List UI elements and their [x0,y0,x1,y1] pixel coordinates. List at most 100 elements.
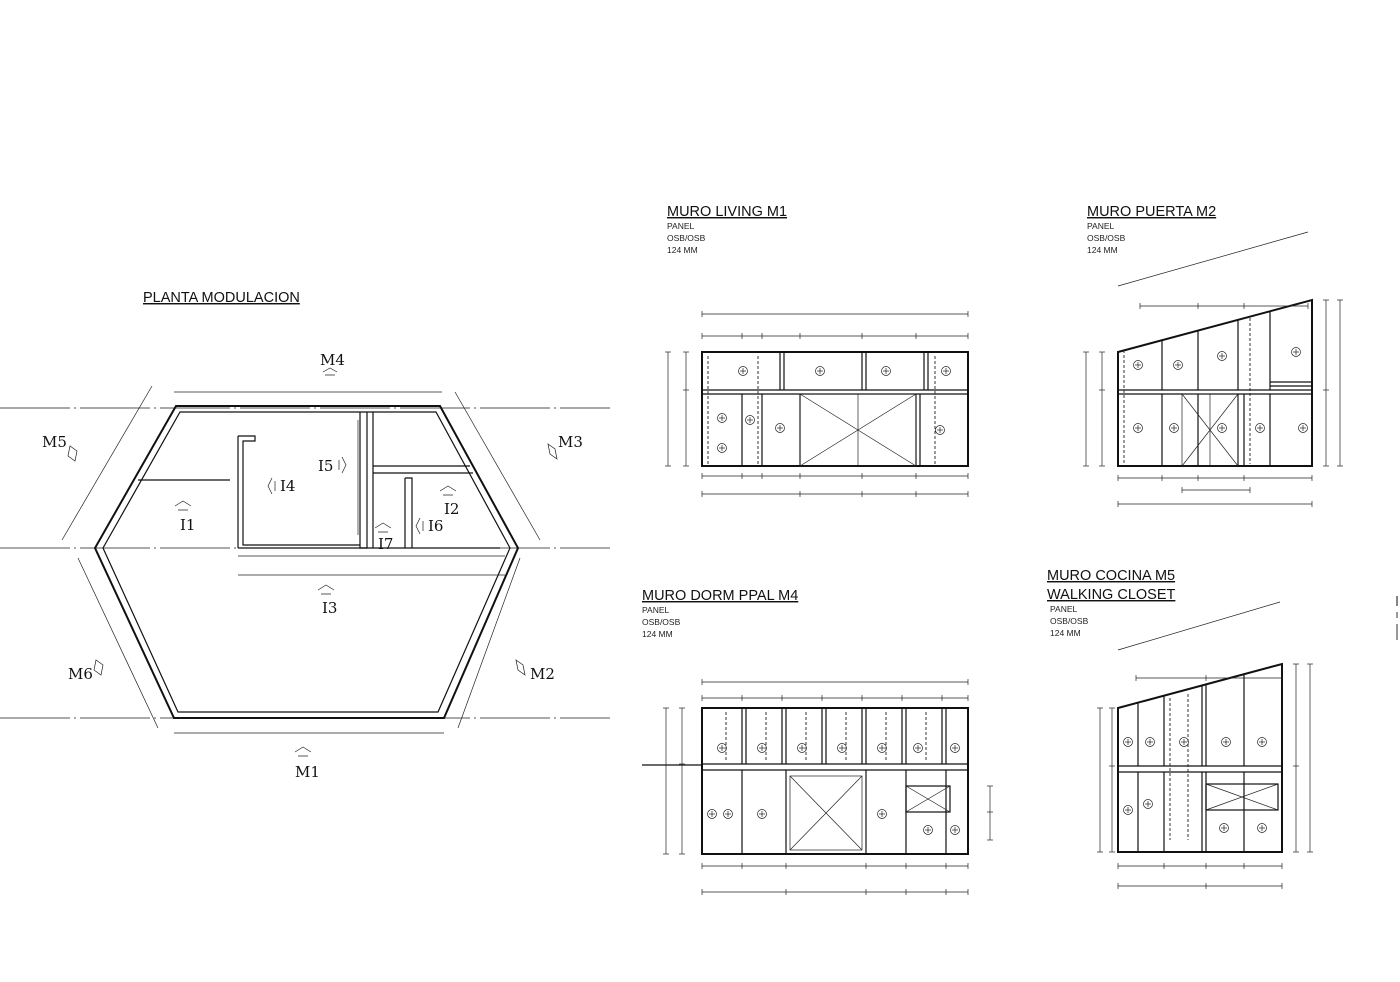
fastener-symbol [1123,737,1133,747]
elevation-m4-title: MURO DORM PPAL M4 PANEL OSB/OSB 124 MM [642,588,798,639]
fastener-symbol [1179,737,1189,747]
svg-text:OSB/OSB: OSB/OSB [1050,616,1089,626]
wall-outline [1117,298,1313,467]
fastener-symbol [1221,737,1231,747]
opening-cross [789,775,863,851]
svg-text:OSB/OSB: OSB/OSB [1087,233,1126,243]
elevation-m5 [1097,601,1313,889]
dimension-line [1117,601,1281,651]
dimension-line [61,385,153,541]
fastener-symbol [913,743,923,753]
svg-text:MURO DORM PPAL M4: MURO DORM PPAL M4 [642,588,798,604]
fastener-symbol [1123,805,1133,815]
direction-arrows [67,367,558,757]
fastener-symbol [1219,823,1229,833]
fastener-symbol [950,743,960,753]
label-i6: I6 [428,517,443,535]
interior-wall [359,412,368,549]
fastener-symbol [1133,423,1143,433]
fastener-symbol [1257,823,1267,833]
label-i7: I7 [378,535,393,553]
fastener-symbol [738,366,748,376]
dimension-line [457,557,521,729]
svg-text:PANEL: PANEL [642,605,670,615]
fastener-symbol [1257,737,1267,747]
svg-text:PANEL: PANEL [1087,221,1115,231]
interior-wall [238,435,360,546]
label-m3: M3 [558,433,583,451]
svg-text:MURO COCINA M5: MURO COCINA M5 [1047,568,1175,584]
fastener-symbol [745,415,755,425]
plan-view: PLANTA MODULACION [0,290,610,781]
fastener-symbol [717,743,727,753]
label-i2: I2 [444,500,459,518]
svg-text:124 MM: 124 MM [667,245,698,255]
fastener-symbol [757,743,767,753]
interior-wall [405,477,413,548]
fastener-symbol [881,366,891,376]
svg-text:124 MM: 124 MM [642,629,673,639]
fastener-symbol [950,825,960,835]
elevation-titles: MURO LIVING M1 PANEL OSB/OSB 124 MM MURO… [642,204,1216,639]
svg-text:124 MM: 124 MM [1087,245,1118,255]
fastener-symbol [1169,423,1179,433]
hexagon-outer-wall [93,405,520,719]
svg-text:OSB/OSB: OSB/OSB [667,233,706,243]
fastener-symbol [717,413,727,423]
fastener-symbol [877,809,887,819]
svg-text:WALKING CLOSET: WALKING CLOSET [1047,587,1176,603]
fastener-symbol [1133,360,1143,370]
fastener-symbol [797,743,807,753]
label-i1: I1 [180,516,195,534]
panel-rect [905,785,951,813]
wall-outline [1117,662,1283,853]
fastener-symbol [707,809,717,819]
fastener-symbol [1173,360,1183,370]
elevation-m1 [665,311,969,497]
fastener-symbol [717,443,727,453]
fastener-symbol [1217,351,1227,361]
fastener-symbol [923,825,933,835]
opening-cross [1205,783,1279,811]
elevation-m4 [642,679,993,895]
elevation-m1-title: MURO LIVING M1 PANEL OSB/OSB 124 MM [667,204,787,255]
fastener-symbol [941,366,951,376]
panel-rect [701,707,969,855]
dimension-line [77,557,159,729]
elevation-m5-title: MURO COCINA M5 WALKING CLOSET PANEL OSB/… [1047,568,1176,638]
fastener-symbol [877,743,887,753]
label-m6: M6 [68,665,93,683]
svg-text:PANEL: PANEL [667,221,695,231]
label-m1: M1 [295,763,320,781]
fastener-symbol [1143,799,1153,809]
fastener-symbol [775,423,785,433]
svg-text:MURO LIVING M1: MURO LIVING M1 [667,204,787,220]
fastener-symbol [1145,737,1155,747]
fastener-symbol [815,366,825,376]
svg-text:MURO PUERTA M2: MURO PUERTA M2 [1087,204,1216,220]
plan-title: PLANTA MODULACION [143,290,300,306]
opening-cross [905,785,951,813]
svg-text:OSB/OSB: OSB/OSB [642,617,681,627]
fastener-symbol [1298,423,1308,433]
elevation-drawings [642,231,1343,895]
fastener-symbol [837,743,847,753]
label-i3: I3 [322,599,337,617]
label-m4: M4 [320,351,345,369]
label-m5: M5 [42,433,67,451]
hexagon-inner-wall [102,411,511,713]
fastener-symbol [757,809,767,819]
fastener-symbol [1255,423,1265,433]
fastener-symbol [1291,347,1301,357]
label-i5: I5 [318,457,333,475]
fastener-symbol [1217,423,1227,433]
dimension-line [1117,231,1309,287]
svg-text:PANEL: PANEL [1050,604,1078,614]
elevation-m2 [1083,231,1343,507]
fastener-symbol [723,809,733,819]
dimension-line [454,391,541,541]
panel-rect [789,775,863,851]
panel-rect [1205,783,1279,811]
svg-text:124 MM: 124 MM [1050,628,1081,638]
